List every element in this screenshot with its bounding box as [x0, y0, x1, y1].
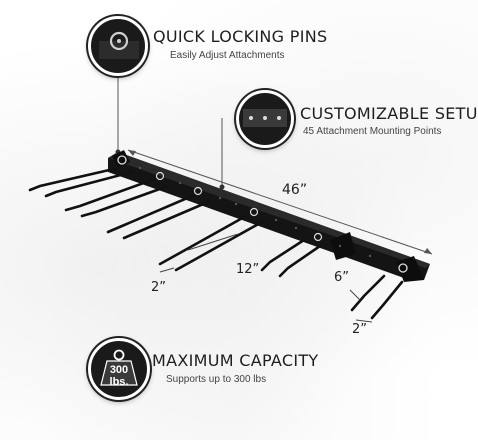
hook	[28, 166, 120, 192]
setup-leader-dot	[219, 184, 225, 190]
rail-end-cap	[396, 256, 424, 282]
weight-label: 300 lbs.	[109, 364, 129, 388]
spacing-right-label: 2”	[352, 322, 368, 337]
spacing-mid-label: 12”	[236, 262, 260, 277]
spacing-left-label: 2”	[151, 280, 167, 295]
hook	[80, 184, 170, 218]
wall-mount-bracket	[330, 232, 356, 260]
locking-subtitle: Easily Adjust Attachments	[170, 50, 285, 61]
capacity-title: MAXIMUM CAPACITY	[152, 351, 319, 370]
locking-pin-icon	[99, 31, 139, 59]
hook	[158, 214, 248, 266]
rail-end-bracket	[112, 150, 130, 168]
capacity-callout-circle: 300 lbs.	[88, 338, 150, 400]
length-arrow-right	[424, 248, 432, 254]
hook-set	[28, 166, 404, 320]
length-dimension-line	[127, 149, 433, 255]
hook-depth-label: 6”	[334, 270, 350, 285]
setup-subtitle: 45 Attachment Mounting Points	[303, 126, 442, 137]
locking-pin-ring	[193, 186, 203, 196]
locking-pin-ring	[249, 207, 259, 217]
mounting-holes	[138, 166, 372, 258]
hook	[174, 220, 264, 272]
hook	[106, 194, 194, 234]
hook	[370, 280, 404, 320]
weight-icon	[100, 349, 138, 386]
hook	[350, 274, 386, 312]
setup-title: CUSTOMIZABLE SETUP	[300, 104, 478, 123]
hook	[44, 170, 134, 198]
capacity-subtitle: Supports up to 300 lbs	[166, 374, 267, 385]
length-label: 46”	[282, 182, 308, 198]
locking-pin-ring	[155, 171, 165, 181]
hook	[122, 200, 210, 240]
locking-pin-ring	[117, 155, 127, 165]
spacing-markers	[159, 233, 373, 323]
hook	[278, 244, 322, 278]
hook	[64, 178, 154, 212]
locking-title: QUICK LOCKING PINS	[153, 27, 328, 46]
locking-pin-ring	[398, 263, 408, 273]
locking-pin-callout-circle	[88, 16, 148, 76]
mounting-plate-icon	[243, 109, 287, 127]
locking-pin-ring	[313, 232, 323, 242]
hook	[260, 238, 306, 272]
length-arrow-left	[128, 150, 136, 156]
setup-callout-circle	[236, 90, 294, 148]
